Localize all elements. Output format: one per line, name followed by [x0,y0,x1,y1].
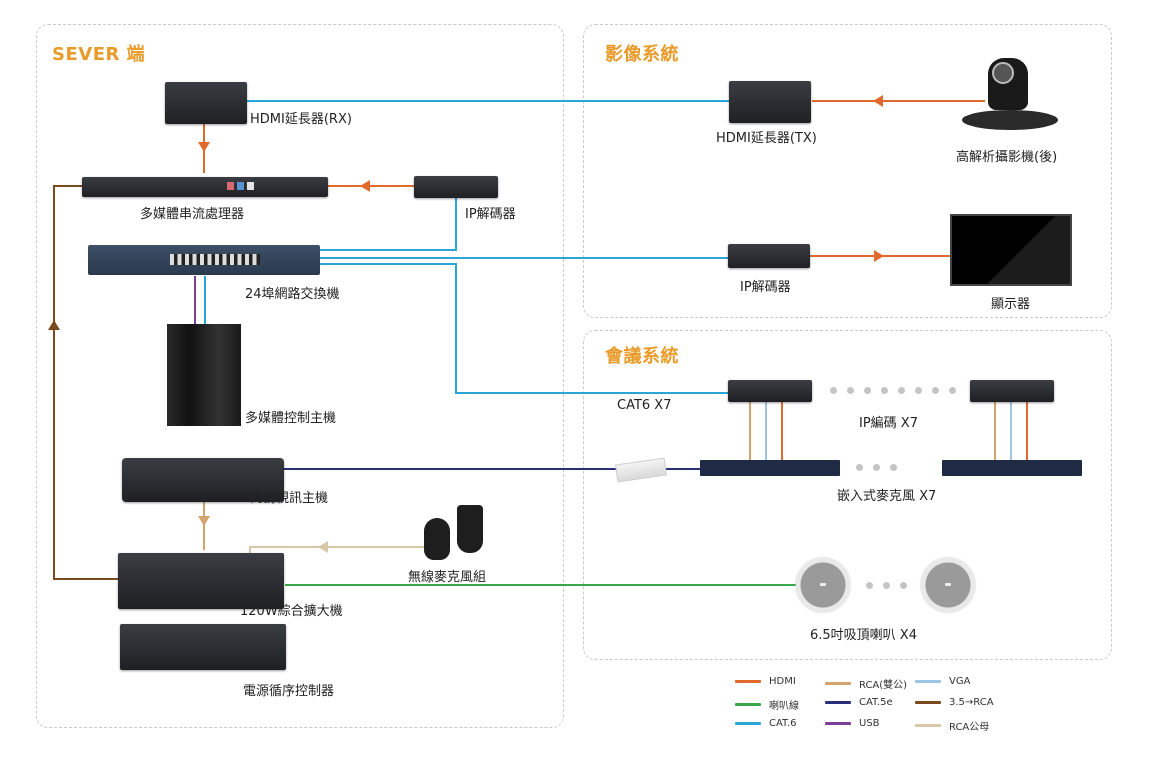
control-host-tower [167,324,241,426]
hdmi-extender-rx [165,82,247,124]
arrow-up-35rca [48,320,60,330]
legend-swatch [915,680,941,683]
video-conference-host [122,458,284,502]
wire-35rca-amp-processor [53,185,118,580]
power-sequencer [120,624,286,670]
wireless-mic-receiver [424,518,450,560]
ceiling-speaker-label: 6.5吋吸頂喇叭 X4 [810,628,917,643]
ceiling-speaker-4 [921,558,975,612]
legend-label: 喇叭線 [769,701,799,712]
legend-item: VGA [915,676,970,687]
arrow-down-hdmi [198,142,210,152]
arrow-left-hdmi [360,180,370,192]
legend-label: RCA公母 [949,722,990,733]
ceiling-speaker-1 [796,558,850,612]
legend-label: CAT.6 [769,718,797,729]
display-monitor [950,214,1072,286]
arrow-down-rca [198,516,210,526]
ip-decoder-server [414,176,498,198]
legend-item: HDMI [735,676,796,687]
ptz-camera [962,58,1058,132]
hdmi-extender-tx [729,81,811,123]
video-conference-host-label: 商務視訊主機 [250,491,329,506]
legend-item: 喇叭線 [735,697,799,712]
legend-item: CAT.6 [735,718,797,729]
conference-system-panel [583,330,1112,660]
camera-label: 高解析攝影機(後) [956,150,1058,165]
ip-encoder-1 [728,380,812,402]
amplifier-120w [118,553,284,609]
server-panel-title: SEVER 端 [52,44,146,65]
legend-swatch [735,703,761,706]
hdmi-extender-rx-label: HDMI延長器(RX) [250,112,352,127]
ip-decoder-video [728,244,810,268]
legend-label: USB [859,718,880,729]
legend-item: RCA公母 [915,718,989,733]
legend-swatch [915,724,941,727]
cat6-note: CAT6 X7 [617,398,672,413]
video-system-title: 影像系統 [605,44,679,65]
ellipsis-mics [856,464,897,471]
wireless-mic-label: 無線麥克風組 [408,570,487,585]
legend-label: RCA(雙公) [859,680,908,691]
conference-system-title: 會議系統 [605,346,679,367]
network-switch-label: 24埠網路交換機 [245,287,340,302]
embedded-mic-7 [942,460,1082,476]
amplifier-label: 120W綜合擴大機 [240,604,343,619]
server-panel [36,24,564,728]
ellipsis-encoders [830,387,956,394]
ip-decoder-video-label: IP解碼器 [740,280,791,295]
legend-label: 3.5→RCA [949,697,994,708]
ip-encoder-label: IP編碼 X7 [859,416,918,431]
arrow-right-display [874,250,884,262]
control-host-label: 多媒體控制主機 [245,411,337,426]
legend-item: 3.5→RCA [915,697,994,708]
video-system-panel [583,24,1112,318]
legend-swatch [735,680,761,683]
streaming-processor [82,177,328,197]
arrow-left-rca-mic [318,541,328,553]
wireless-mic-transmitter [457,505,483,553]
legend-label: CAT.5e [859,697,893,708]
ip-encoder-7 [970,380,1054,402]
arrow-left-camera [873,95,883,107]
legend-item: RCA(雙公) [825,676,907,691]
display-label: 顯示器 [991,297,1031,312]
network-switch-24port [88,245,320,275]
legend-label: VGA [949,676,971,687]
streaming-processor-label: 多媒體串流處理器 [140,207,245,222]
legend-swatch [825,682,851,685]
power-sequencer-label: 電源循序控制器 [243,684,335,699]
ip-decoder-server-label: IP解碼器 [465,207,516,222]
wire-cat6-switch-decoder [318,196,457,251]
wire-cat6-switch-encoder [318,263,728,394]
legend-item: USB [825,718,880,729]
embedded-mic-label: 嵌入式麥克風 X7 [837,489,937,504]
legend-label: HDMI [769,676,796,687]
legend-item: CAT.5e [825,697,893,708]
legend-swatch [825,722,851,725]
legend-swatch [825,701,851,704]
ellipsis-speakers [866,582,907,589]
legend-swatch [735,722,761,725]
embedded-mic-1 [700,460,840,476]
legend-swatch [915,701,941,704]
hdmi-extender-tx-label: HDMI延長器(TX) [716,131,817,146]
